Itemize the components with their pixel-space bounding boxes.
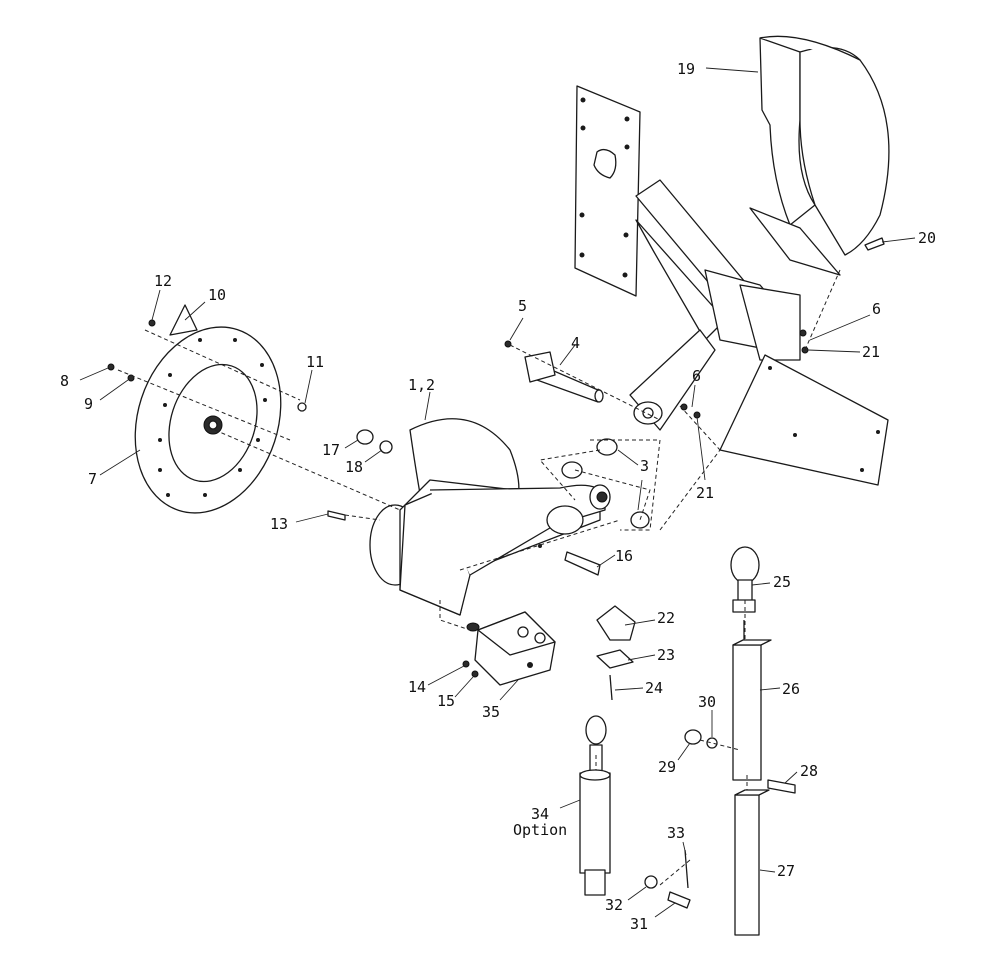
part-4-pin xyxy=(524,351,604,403)
callout-9: 9 xyxy=(84,395,93,413)
callout-1-2: 1,2 xyxy=(408,376,435,394)
callout-10: 10 xyxy=(208,286,226,304)
callout-6b: 6 xyxy=(872,300,881,318)
callout-35: 35 xyxy=(482,703,500,721)
part-35-motor xyxy=(466,611,556,686)
main-frame xyxy=(629,179,889,486)
parts-29-33 xyxy=(644,729,718,909)
callout-33: 33 xyxy=(667,824,685,842)
part-19-spout xyxy=(749,35,890,276)
callout-11: 11 xyxy=(306,353,324,371)
callout-leaders xyxy=(79,67,916,918)
callout-34-option: Option xyxy=(513,821,567,839)
callout-30: 30 xyxy=(698,693,716,711)
callout-20: 20 xyxy=(918,229,936,247)
callout-22: 22 xyxy=(657,609,675,627)
callout-23: 23 xyxy=(657,646,675,664)
callout-3: 3 xyxy=(640,457,649,475)
callout-5: 5 xyxy=(518,297,527,315)
callout-17: 17 xyxy=(322,441,340,459)
parts-25-28 xyxy=(730,546,796,936)
callout-16: 16 xyxy=(615,547,633,565)
part-3-bushings xyxy=(561,438,650,529)
callout-7: 7 xyxy=(88,470,97,488)
callout-21b: 21 xyxy=(696,484,714,502)
callout-12: 12 xyxy=(154,272,172,290)
callout-4: 4 xyxy=(571,334,580,352)
callout-labels: 1,2 3 4 5 6 6 7 8 9 10 11 12 13 14 15 16… xyxy=(60,60,936,933)
callout-26: 26 xyxy=(782,680,800,698)
mounting-plate xyxy=(574,85,641,297)
parts-22-24 xyxy=(596,605,636,701)
callout-6a: 6 xyxy=(692,367,701,385)
callout-28: 28 xyxy=(800,762,818,780)
callout-29: 29 xyxy=(658,758,676,776)
callout-14: 14 xyxy=(408,678,426,696)
callout-8: 8 xyxy=(60,372,69,390)
callout-21a: 21 xyxy=(862,343,880,361)
callout-18: 18 xyxy=(345,458,363,476)
disc-bolt-holes xyxy=(158,338,267,497)
callout-24: 24 xyxy=(645,679,663,697)
callout-32: 32 xyxy=(605,896,623,914)
callout-25: 25 xyxy=(773,573,791,591)
part-10-bracket xyxy=(169,304,198,336)
callout-15: 15 xyxy=(437,692,455,710)
callout-19: 19 xyxy=(677,60,695,78)
callout-27: 27 xyxy=(777,862,795,880)
part-7-disc xyxy=(134,326,282,514)
callout-34: 34 xyxy=(531,805,549,823)
callout-13: 13 xyxy=(270,515,288,533)
explosion-lines xyxy=(117,269,841,886)
part-34-cylinder xyxy=(579,715,611,896)
part-1-2-housing xyxy=(369,418,611,616)
callout-31: 31 xyxy=(630,915,648,933)
